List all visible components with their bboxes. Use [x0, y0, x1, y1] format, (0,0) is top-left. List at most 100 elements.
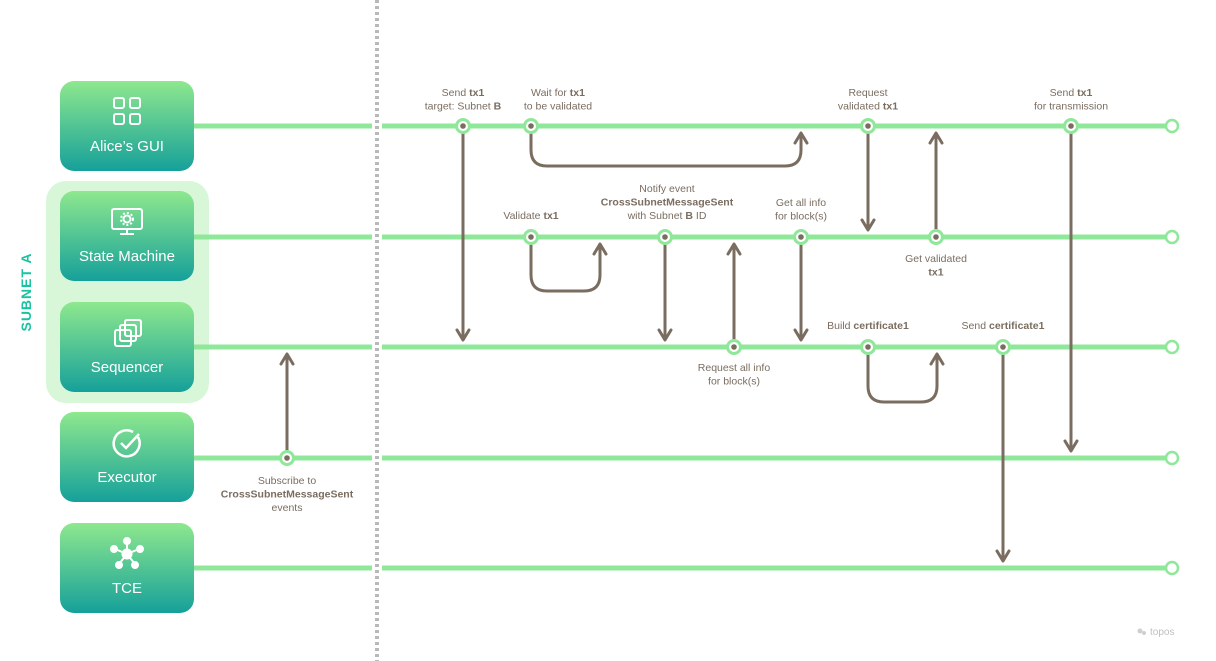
- arrows: [279, 131, 1079, 563]
- label-segment: certificate1: [989, 320, 1045, 332]
- label-segment: Send: [1050, 87, 1077, 99]
- arrow-send-cert-head: [995, 549, 1011, 563]
- label-segment: CrossSubnetMessageSent: [221, 489, 354, 501]
- stacked-squares-icon: [114, 319, 142, 347]
- label-segment: Wait for: [531, 87, 570, 99]
- label-segment: for block(s): [708, 376, 760, 388]
- arrow-send-tx1-head: [455, 328, 471, 342]
- label-segment: Notify event: [639, 183, 695, 195]
- lane-end-seq: [1164, 339, 1180, 355]
- check-circle-icon: [112, 429, 141, 458]
- arrow-request-info-head: [726, 242, 742, 256]
- event-point-dot: [798, 234, 804, 240]
- label-segment: Request all info: [698, 362, 771, 374]
- step-label-send-tx1: Send tx1 target: Subnet B: [425, 87, 502, 113]
- arrow-notify-event-head: [657, 328, 673, 342]
- label-segment: Validate: [503, 210, 543, 222]
- label-segment: to be validated: [524, 101, 592, 113]
- label-segment: Send: [962, 320, 989, 332]
- grid-icon: [113, 97, 141, 125]
- step-label-send-transmission: Send tx1 for transmission: [1034, 87, 1108, 113]
- arrow-request-validated-head: [860, 218, 876, 232]
- label-segment: B: [685, 210, 693, 222]
- actor-alices-gui[interactable]: Alice’s GUI: [60, 81, 194, 171]
- step-labels: Send tx1 target: Subnet B Wait for tx1 to b…: [221, 87, 1108, 514]
- actor-tce[interactable]: TCE: [60, 523, 194, 613]
- actor-label: State Machine: [79, 248, 175, 265]
- svg-text:topos: topos: [1150, 627, 1174, 638]
- label-segment: validated: [838, 101, 883, 113]
- arrow-wait-loop-head: [793, 131, 809, 145]
- label-segment: certificate1: [853, 320, 909, 332]
- label-segment: Send: [442, 87, 469, 99]
- arrow-send-transmission-head: [1063, 439, 1079, 453]
- arrow-subscribe-head: [279, 352, 295, 366]
- label-segment: tx1: [928, 267, 943, 279]
- label-segment: tx1: [543, 210, 558, 222]
- label-segment: ID: [693, 210, 707, 222]
- actor-label: Sequencer: [91, 359, 164, 376]
- step-label-get-validated: Get validated tx1: [905, 253, 967, 279]
- label-segment: Get all info: [776, 197, 826, 209]
- arrow-validate-loop: [529, 243, 602, 293]
- arrow-get-info-head: [793, 328, 809, 342]
- arrow-wait-loop: [529, 132, 803, 168]
- step-label-request-validated: Request validated tx1: [838, 87, 898, 113]
- lane-end-tce: [1164, 560, 1180, 576]
- arrow-validate-loop-head: [592, 242, 608, 256]
- event-point-dot: [662, 234, 668, 240]
- points: [279, 118, 1079, 466]
- step-label-send-cert: Send certificate1: [962, 320, 1045, 332]
- label-segment: tx1: [883, 101, 898, 113]
- actor-executor[interactable]: Executor: [60, 412, 194, 502]
- step-label-wait-tx1: Wait for tx1 to be validated: [524, 87, 592, 113]
- event-point-dot: [528, 123, 534, 129]
- event-point-dot: [528, 234, 534, 240]
- event-point-dot: [284, 455, 290, 461]
- label-segment: with Subnet: [627, 210, 686, 222]
- actor-label: Alice’s GUI: [90, 138, 164, 155]
- subnet-group-label: SUBNET A: [18, 252, 34, 331]
- label-segment: tx1: [1077, 87, 1092, 99]
- label-segment: B: [494, 101, 502, 113]
- event-point-dot: [731, 344, 737, 350]
- step-label-validate-tx1: Validate tx1: [503, 210, 558, 222]
- label-segment: for transmission: [1034, 101, 1108, 113]
- label-segment: Get validated: [905, 253, 967, 265]
- label-segment: tx1: [469, 87, 484, 99]
- event-point-dot: [1068, 123, 1074, 129]
- label-segment: for block(s): [775, 211, 827, 223]
- event-point-dot: [1000, 344, 1006, 350]
- step-label-request-all-info: Request all info for block(s): [698, 362, 771, 388]
- topos-logo: topos: [1137, 627, 1174, 638]
- lane-end-gui: [1164, 118, 1180, 134]
- arrow-build-loop: [866, 353, 939, 404]
- label-segment: Build: [827, 320, 853, 332]
- arrow-build-loop-head: [929, 352, 945, 366]
- event-point-dot: [865, 344, 871, 350]
- label-segment: CrossSubnetMessageSent: [601, 197, 734, 209]
- event-point-dot: [865, 123, 871, 129]
- label-segment: events: [272, 502, 303, 514]
- step-label-get-all-info: Get all info for block(s): [775, 197, 827, 223]
- lane-end-sm: [1164, 229, 1180, 245]
- lanes: [194, 118, 1180, 576]
- actor-sequencer[interactable]: Sequencer: [60, 302, 194, 392]
- arrow-validated-return-head: [928, 131, 944, 145]
- actor-state-machine[interactable]: State Machine: [60, 191, 194, 281]
- label-segment: Subscribe to: [258, 475, 317, 487]
- step-label-build-cert: Build certificate1: [827, 320, 909, 332]
- event-point-dot: [933, 234, 939, 240]
- monitor-gear-icon: [111, 208, 143, 235]
- actor-label: Executor: [97, 469, 156, 486]
- label-segment: tx1: [570, 87, 585, 99]
- event-point-dot: [460, 123, 466, 129]
- label-segment: target: Subnet: [425, 101, 494, 113]
- label-segment: Request: [848, 87, 887, 99]
- network-hub-icon: [110, 537, 144, 569]
- actor-label: TCE: [112, 580, 142, 597]
- lane-end-exec: [1164, 450, 1180, 466]
